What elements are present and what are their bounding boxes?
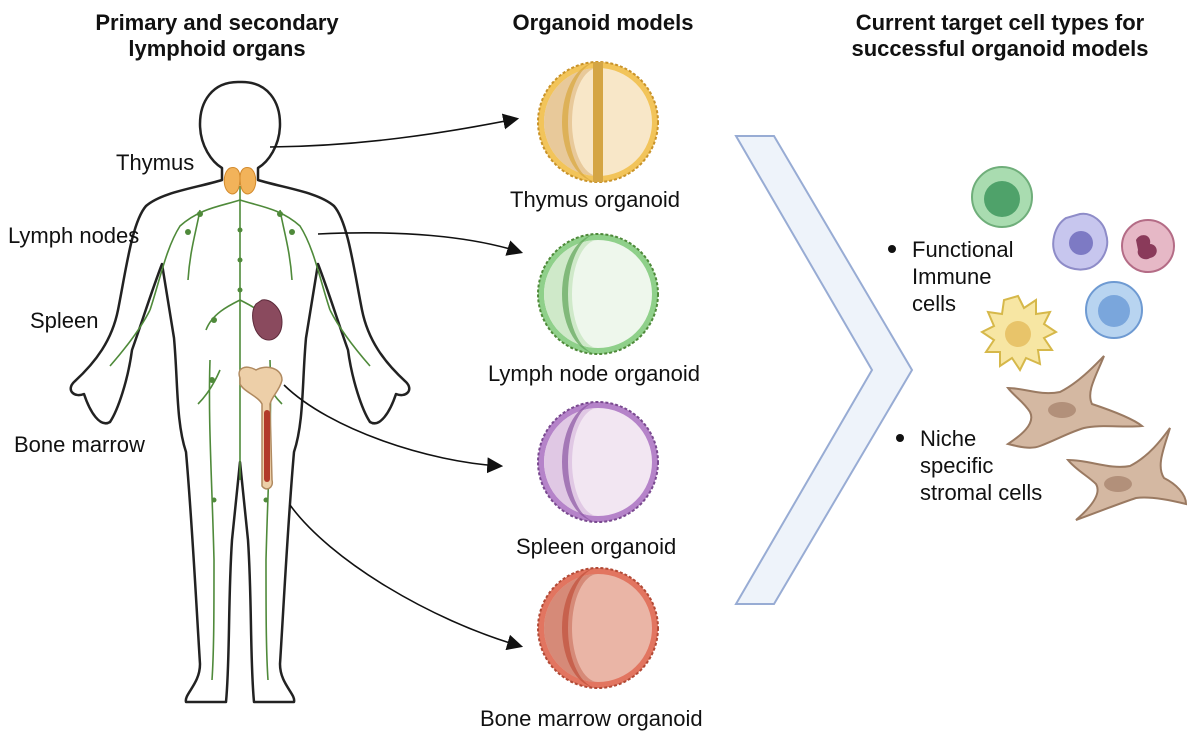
organoid-thymus bbox=[537, 61, 659, 183]
left-header-line-1: Primary and secondary bbox=[95, 10, 339, 35]
left-header-line-2: lymphoid organs bbox=[128, 36, 306, 61]
left-column-header: Primary and secondary lymphoid organs bbox=[82, 10, 352, 62]
organoid-label-bone-marrow: Bone marrow organoid bbox=[480, 706, 703, 731]
bone-marrow-femur bbox=[238, 366, 283, 490]
organoid-label-lymph-node: Lymph node organoid bbox=[488, 361, 701, 386]
immune-cell-lavender bbox=[1052, 212, 1109, 271]
spleen-organ bbox=[252, 299, 283, 341]
immune-cell-granulocyte bbox=[1121, 219, 1175, 273]
stromal-cell-upper bbox=[1005, 355, 1145, 449]
immune-cell-green bbox=[971, 166, 1033, 228]
organoid-label-spleen: Spleen organoid bbox=[516, 534, 677, 559]
immune-cell-blue bbox=[1085, 281, 1143, 339]
bullet-functional-line-3: cells bbox=[912, 291, 957, 316]
bullet-functional-line-2: Immune bbox=[912, 264, 992, 289]
right-column-header: Current target cell types for successful… bbox=[830, 10, 1170, 62]
organ-label-spleen: Spleen bbox=[30, 308, 99, 333]
chevron-arrow bbox=[734, 135, 914, 605]
organoid-lymph-node bbox=[537, 233, 659, 355]
organ-label-bone-marrow: Bone marrow bbox=[14, 432, 145, 457]
dendritic-cell-yellow bbox=[980, 294, 1058, 372]
bullet-stromal-line-3: stromal cells bbox=[920, 480, 1043, 505]
middle-column-header: Organoid models bbox=[512, 10, 694, 35]
organ-label-thymus: Thymus bbox=[116, 150, 195, 175]
bullet-stromal-line-2: specific bbox=[920, 453, 994, 478]
stromal-cell-lower bbox=[1065, 427, 1188, 521]
bullet-niche-stromal-cells: Niche specific stromal cells bbox=[920, 425, 1042, 506]
organoid-label-thymus: Thymus organoid bbox=[510, 187, 680, 212]
bullet-dot-stromal bbox=[896, 434, 904, 442]
organ-to-organoid-arrows bbox=[269, 113, 524, 651]
organoid-bone-marrow bbox=[537, 567, 659, 689]
bullet-stromal-line-1: Niche bbox=[920, 426, 977, 451]
right-header-line-2: successful organoid models bbox=[851, 36, 1149, 61]
organoid-spleen bbox=[537, 401, 659, 523]
bullet-dot-functional bbox=[888, 245, 896, 253]
bullet-functional-line-1: Functional bbox=[912, 237, 1014, 262]
organ-label-lymph-nodes: Lymph nodes bbox=[8, 223, 140, 248]
right-header-line-1: Current target cell types for bbox=[855, 10, 1145, 35]
thymus-organ bbox=[223, 167, 257, 195]
bullet-functional-immune-cells: Functional Immune cells bbox=[912, 236, 1014, 317]
